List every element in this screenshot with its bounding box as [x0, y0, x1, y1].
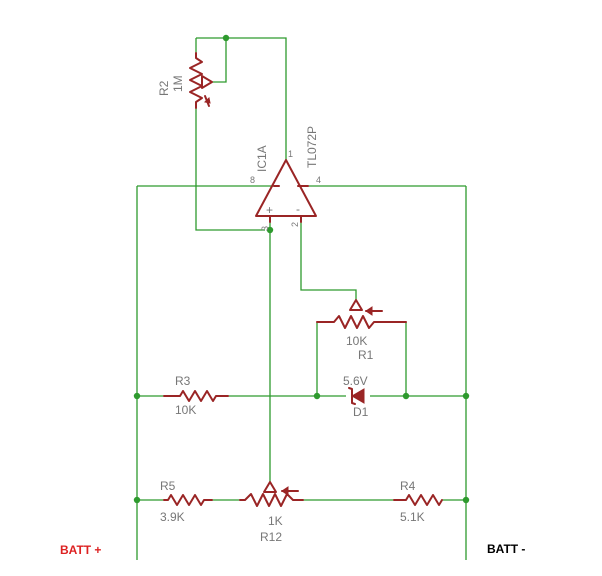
r12-ref: R12: [260, 530, 282, 544]
wire-r2-wiper: [212, 38, 227, 83]
junction: [133, 496, 141, 504]
junction: [462, 392, 470, 400]
r3-value: 10K: [175, 403, 196, 417]
r2-wiper-arrow: [201, 75, 213, 89]
junction: [462, 496, 470, 504]
d1-bar: [348, 387, 356, 405]
batt-positive-label: BATT +: [60, 543, 101, 557]
r3-zigzag: [163, 390, 229, 402]
opamp-triangle: [255, 159, 317, 217]
d1-triangle: [351, 388, 365, 404]
junctions: [133, 34, 470, 504]
r4-zigzag: [393, 494, 443, 506]
r1-ref: R1: [358, 348, 374, 362]
r1-potentiometer: 10K R1: [316, 299, 407, 362]
r5-resistor: R5 3.9K: [160, 479, 213, 524]
d1-ref: D1: [353, 405, 369, 419]
r1-value: 10K: [346, 334, 367, 348]
pin-4: 4: [316, 175, 321, 185]
ic1-value: TL072P: [305, 126, 319, 168]
junction: [222, 34, 230, 42]
r1-wiper-arrow: [349, 299, 363, 311]
r12-zigzag: [239, 493, 304, 507]
opamp-plus: +: [266, 203, 273, 217]
junction: [402, 392, 410, 400]
pin-8: 8: [250, 175, 255, 185]
r4-value: 5.1K: [400, 510, 425, 524]
pin-3: 3: [260, 226, 270, 231]
r4-ref: R4: [400, 479, 416, 493]
pin-1: 1: [288, 149, 293, 159]
batt-negative-label: BATT -: [487, 542, 525, 556]
r5-ref: R5: [160, 479, 176, 493]
r5-value: 3.9K: [160, 510, 185, 524]
junction: [133, 392, 141, 400]
r2-value: 1M: [171, 75, 185, 92]
pin-2: 2: [290, 222, 300, 227]
r2-zigzag: [189, 52, 203, 109]
opamp-minus: -: [296, 202, 300, 216]
r3-ref: R3: [175, 374, 191, 388]
junction: [313, 392, 321, 400]
r5-zigzag: [163, 494, 213, 506]
d1-value: 5.6V: [343, 374, 368, 388]
r2-trim-arrow: [203, 96, 211, 104]
ic1-ref: IC1A: [255, 145, 269, 172]
r12-wiper-arrow: [263, 481, 277, 493]
r12-value: 1K: [268, 514, 283, 528]
junction: [266, 226, 274, 234]
r1-trim-arrow: [365, 306, 373, 316]
r4-resistor: R4 5.1K: [393, 479, 443, 524]
r12-potentiometer: 1K R12: [239, 481, 304, 544]
r12-trim-arrow: [281, 486, 289, 496]
r1-zigzag: [316, 315, 407, 329]
r3-resistor: R3 10K: [163, 374, 229, 417]
r2-ref: R2: [157, 80, 171, 96]
r2-potentiometer: R2 1M: [157, 52, 213, 109]
wire-r2-bottom: [195, 108, 265, 231]
opamp-ic1a: + - 1 2 3 4 8 IC1A TL072P: [250, 126, 321, 231]
d1-zener-diode: 5.6V D1: [343, 374, 369, 419]
wires: [136, 37, 467, 560]
wire-pin2: [300, 222, 357, 300]
